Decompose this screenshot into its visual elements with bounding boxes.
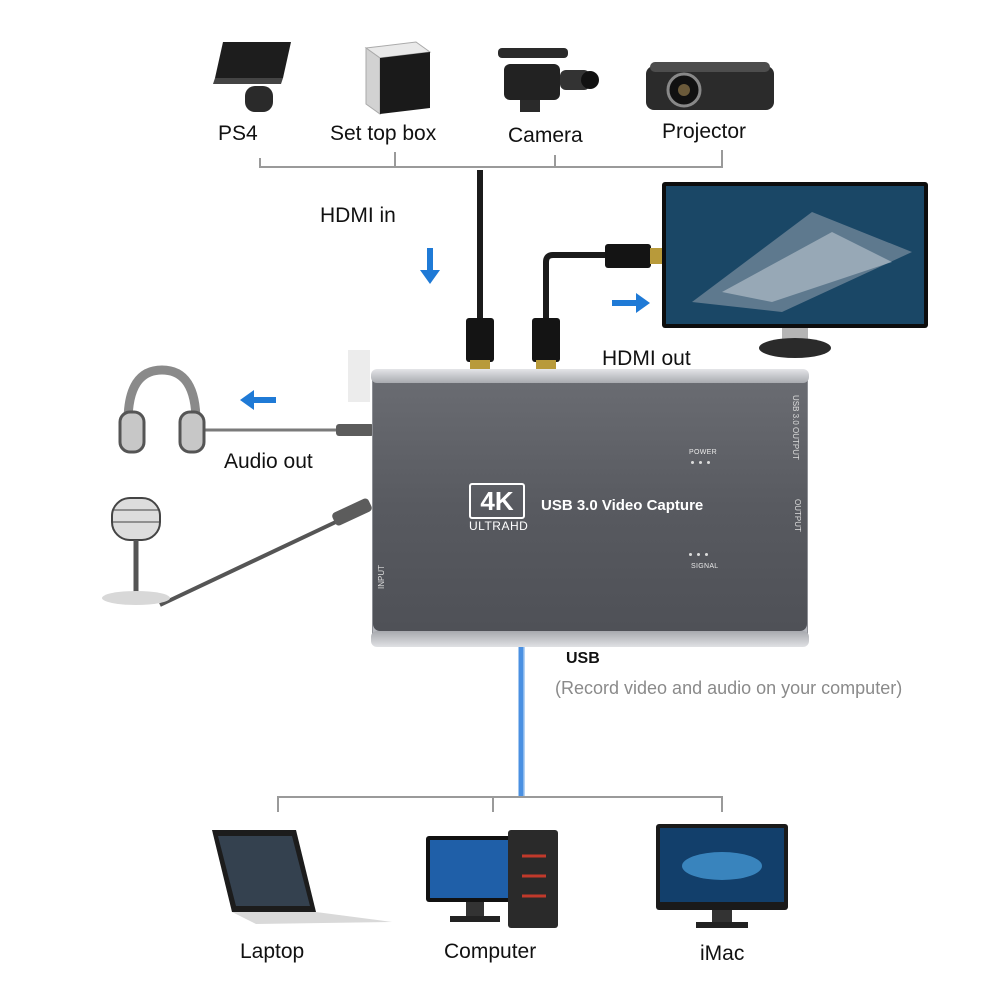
usb-note: (Record video and audio on your computer… [555,678,903,698]
ultrahd-text: ULTRAHD [469,519,529,533]
video-capture-device: 4K ULTRAHD USB 3.0 Video Capture POWER S… [371,369,809,647]
set-top-box-label: Set top box [330,122,437,145]
signal-led [705,553,708,556]
signal-led [689,553,692,556]
imac-icon [654,822,790,934]
ps4-label: PS4 [218,122,258,145]
audio-out-label: Audio out [224,450,313,473]
device-top-rail [371,369,809,383]
desktop-computer-icon [422,826,572,932]
left-arrow-icon [240,390,276,410]
camera-label: Camera [508,124,583,147]
down-arrow-icon [420,248,440,284]
ps4-console-icon [205,28,295,118]
device-title: USB 3.0 Video Capture [541,497,704,514]
right-arrow-icon [612,293,650,313]
usb-output-port-label: USB 3.0 OUTPUT [791,395,800,460]
microphone-icon [96,492,176,612]
headphones-icon [112,360,212,456]
device-bottom-rail [371,631,809,647]
monitor-icon [662,182,928,362]
power-label: POWER [689,449,717,456]
projector-icon [642,58,778,114]
usb-label: USB [566,650,600,667]
camera-icon [490,40,600,115]
output-port-label: OUTPUT [793,499,802,532]
projector-label: Projector [662,120,747,143]
hdmi-in-label: HDMI in [320,204,396,227]
signal-led [697,553,700,556]
4k-badge: 4K [469,483,525,519]
set-top-box-icon [360,38,440,118]
input-port-label: INPUT [377,565,386,589]
imac-label: iMac [700,942,745,965]
hdmi-out-label: HDMI out [602,347,691,370]
computer-label: Computer [444,940,537,963]
laptop-icon [206,826,396,930]
laptop-label: Laptop [240,940,305,963]
signal-label: SIGNAL [691,563,719,570]
power-led [699,461,702,464]
power-led [691,461,694,464]
power-led [707,461,710,464]
